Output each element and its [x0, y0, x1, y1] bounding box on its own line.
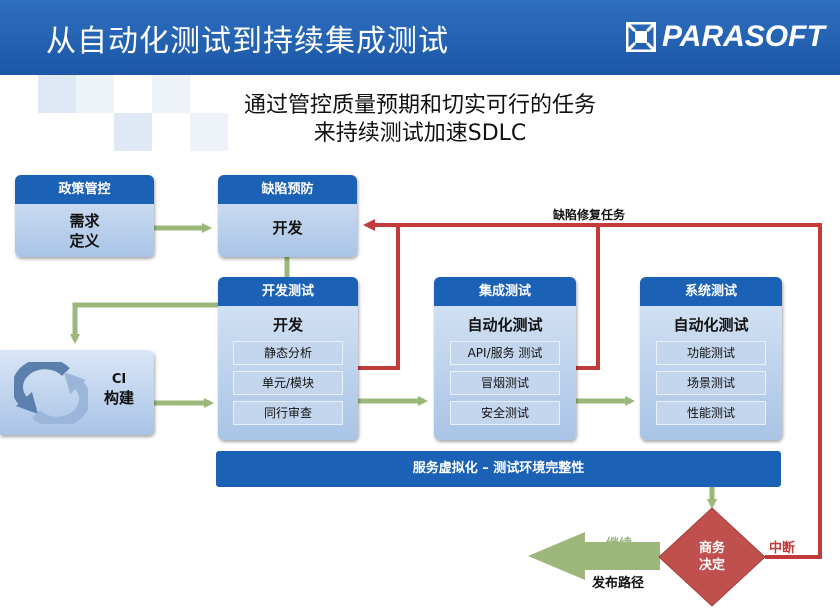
system-test-item: 功能测试 — [656, 341, 766, 365]
ci-build-box: CI 构建 — [0, 350, 154, 435]
dev-test-item: 静态分析 — [233, 341, 343, 365]
defect-fix-line-devtest — [358, 225, 400, 370]
decor-square — [38, 75, 76, 113]
service-virtualization-bar: 服务虚拟化 – 测试环境完整性 — [216, 451, 781, 487]
page-title: 从自动化测试到持续集成测试 — [46, 24, 449, 59]
system-test-item: 场景测试 — [656, 371, 766, 395]
defect-prevention-title: 缺陷预防 — [218, 175, 357, 204]
decision-diamond — [658, 507, 766, 607]
interrupt-label: 中断 — [769, 541, 796, 556]
decision-label: 商务 决定 — [682, 540, 742, 574]
parasoft-logo: PARASOFT — [625, 20, 825, 54]
integration-test-title: 集成测试 — [434, 277, 576, 306]
dev-test-item: 单元/模块 — [233, 371, 343, 395]
system-test-title: 系统测试 — [640, 277, 782, 306]
release-path-label: 发布路径 — [592, 576, 645, 591]
system-test-item: 性能测试 — [656, 401, 766, 425]
continue-arrow — [528, 532, 660, 580]
decor-square — [114, 113, 152, 151]
integration-test-box: 集成测试 自动化测试 API/服务 测试 冒烟测试 安全测试 — [434, 277, 576, 440]
decor-square — [190, 113, 228, 151]
subtitle-line-1: 通过管控质量预期和切实可行的任务 — [243, 93, 596, 118]
integration-test-main: 自动化测试 — [467, 316, 543, 334]
parasoft-logo-icon — [625, 21, 657, 53]
arrow-devtest-to-ci — [70, 302, 218, 344]
integration-test-item: 冒烟测试 — [450, 371, 560, 395]
cycle-icon — [12, 358, 90, 428]
policy-box-line-2: 定义 — [69, 232, 100, 250]
policy-box-title: 政策管控 — [15, 175, 154, 204]
dev-test-item: 同行审查 — [233, 401, 343, 425]
system-test-main: 自动化测试 — [673, 316, 749, 334]
decor-square — [152, 75, 190, 113]
defect-fix-line-integration — [576, 225, 600, 370]
system-test-box: 系统测试 自动化测试 功能测试 场景测试 性能测试 — [640, 277, 782, 440]
decision-line-2: 决定 — [698, 558, 725, 573]
continue-label: 继续 — [606, 537, 633, 552]
header-bar: 从自动化测试到持续集成测试 PARASOFT — [0, 0, 840, 75]
ci-label: CI — [111, 372, 127, 387]
dev-test-box: 开发测试 开发 静态分析 单元/模块 同行审查 — [218, 277, 358, 440]
defect-prevention-main: 开发 — [272, 219, 303, 237]
decor-square — [76, 75, 114, 113]
defect-prevention-box: 缺陷预防 开发 — [218, 175, 357, 257]
defect-fix-label: 缺陷修复任务 — [553, 208, 626, 222]
dev-test-main: 开发 — [272, 316, 303, 334]
decision-line-1: 商务 — [698, 541, 725, 556]
build-label: 构建 — [104, 389, 135, 407]
policy-box: 政策管控 需求 定义 — [15, 175, 154, 257]
integration-test-item: 安全测试 — [450, 401, 560, 425]
interrupt-feedback-line — [363, 219, 822, 559]
subtitle: 通过管控质量预期和切实可行的任务 来持续测试加速SDLC — [200, 92, 640, 148]
dev-test-title: 开发测试 — [218, 277, 358, 306]
integration-test-item: API/服务 测试 — [450, 341, 560, 365]
subtitle-line-2: 来持续测试加速SDLC — [313, 121, 527, 146]
logo-text: PARASOFT — [662, 20, 825, 53]
policy-box-line-1: 需求 — [69, 212, 100, 230]
